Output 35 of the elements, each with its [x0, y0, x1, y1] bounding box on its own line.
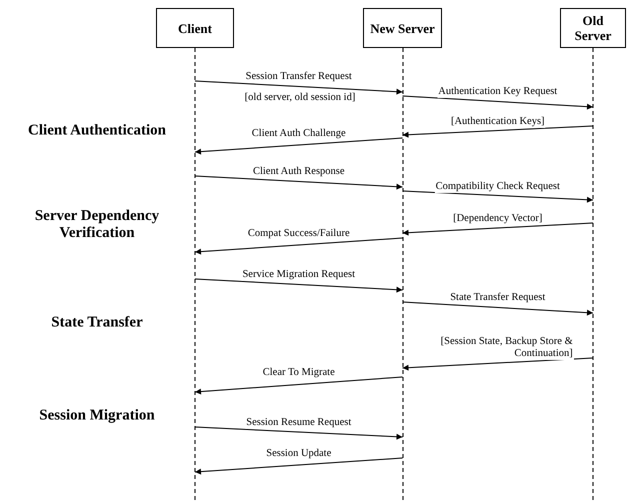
- participant-box: Client: [156, 8, 234, 48]
- arrow: [194, 278, 403, 293]
- arrow: [402, 96, 594, 110]
- phase-label: Session Migration: [38, 408, 156, 424]
- arrow: [402, 126, 594, 138]
- edge-label: Session Transfer Request: [244, 71, 353, 83]
- arrow: [194, 376, 403, 395]
- arrow: [194, 458, 403, 475]
- participant-box: New Server: [363, 8, 442, 48]
- edge-label: Client Auth Challenge: [250, 128, 347, 140]
- edge-label: Session Resume Request: [245, 417, 352, 429]
- edge-label: Session Update: [265, 448, 332, 460]
- phase-label: Client Authentication: [27, 122, 167, 140]
- arrow: [194, 238, 403, 255]
- arrow: [402, 302, 594, 316]
- participant-box: Old Server: [560, 8, 626, 48]
- edge-label: [Dependency Vector]: [452, 213, 544, 225]
- phase-label: Server Dependency Verification: [34, 208, 160, 242]
- arrow: [402, 222, 594, 236]
- edge-label: Compat Success/Failure: [246, 228, 351, 240]
- arrow: [194, 138, 403, 155]
- edge-label: Service Migration Request: [241, 269, 356, 281]
- message-parameters: [old server, old session id]: [244, 92, 356, 104]
- edge-label: Client Auth Response: [252, 166, 346, 178]
- edge-label: Clear To Migrate: [262, 367, 336, 379]
- edge-label: Compatibility Check Request: [434, 181, 561, 193]
- arrow: [194, 426, 403, 440]
- edge-label: Authentication Key Request: [437, 86, 558, 98]
- edge-label: State Transfer Request: [449, 292, 546, 304]
- phase-label: State Transfer: [50, 314, 144, 332]
- arrow: [402, 358, 594, 371]
- arrow: [194, 80, 403, 95]
- edge-label: [Authentication Keys]: [450, 116, 546, 128]
- arrow: [194, 176, 403, 190]
- arrow: [402, 190, 594, 203]
